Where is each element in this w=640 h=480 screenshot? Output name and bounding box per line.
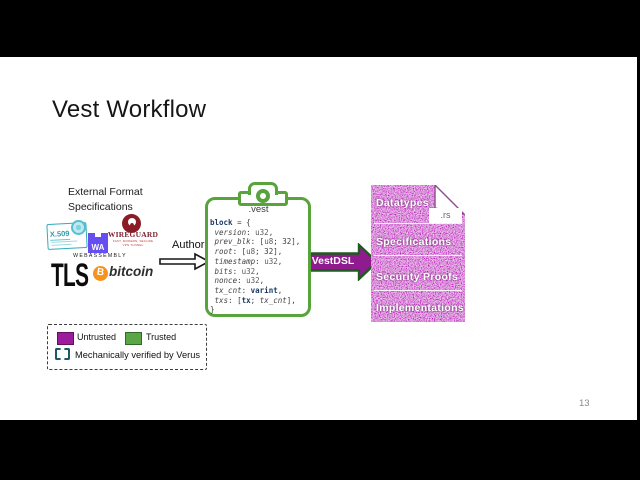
code-line: txs: [tx; tx_cnt], xyxy=(214,295,296,305)
certificate-line-icon xyxy=(51,243,72,246)
code-line: block = { xyxy=(210,218,251,227)
bitcoin-b-glyph: B xyxy=(96,266,105,279)
code-line: version: u32, xyxy=(214,227,274,237)
webassembly-icon: WA xyxy=(88,233,108,253)
doc-divider-line xyxy=(374,223,462,224)
vest-clipboard xyxy=(205,197,311,317)
author-label: Author xyxy=(172,239,205,251)
x509-label: X.509 xyxy=(49,228,70,241)
certificate-seal-icon xyxy=(71,220,86,235)
webassembly-label: WEBASSEMBLY xyxy=(73,253,127,259)
code-line: } xyxy=(210,305,215,315)
seal-dot-icon xyxy=(76,225,81,230)
code-line: prev_blk: [u8; 32], xyxy=(214,237,301,247)
doc-divider-line xyxy=(374,290,462,291)
code-line: nonce: u32, xyxy=(214,276,265,286)
verus-dashed-icon xyxy=(55,348,70,360)
wireguard-inner-icon xyxy=(127,218,136,226)
external-specs-line1: External Format xyxy=(68,186,143,198)
untrusted-label: Untrusted xyxy=(77,332,117,342)
clipboard-clip-top-icon xyxy=(248,182,278,195)
vest-code: block = { version: u32, prev_blk: [u8; 3… xyxy=(210,218,300,315)
trusted-label: Trusted xyxy=(146,332,177,342)
certificate-line-icon xyxy=(51,240,78,243)
vest-filename: .vest xyxy=(248,204,269,215)
rs-extension-label: .rs xyxy=(429,208,462,224)
author-arrow-icon xyxy=(159,252,211,271)
code-line: timestamp: u32, xyxy=(214,256,283,266)
external-specs-label: External Format Specifications xyxy=(68,185,143,215)
webassembly-notch-icon xyxy=(95,233,101,237)
slide-title: Vest Workflow xyxy=(52,96,207,123)
vestdsl-label: VestDSL xyxy=(311,255,355,267)
doc-section-label: Specifications xyxy=(376,236,452,248)
wireguard-inner2-icon xyxy=(129,223,134,228)
doc-section-label: Implementations xyxy=(376,302,464,314)
tls-label: TLS xyxy=(51,257,89,293)
external-specs-line2: Specifications xyxy=(68,201,133,213)
wireguard-label: WIREGUARD xyxy=(107,230,159,239)
verified-label: Mechanically verified by Verus xyxy=(75,350,201,360)
untrusted-swatch-icon xyxy=(57,332,74,345)
clipboard-ring-icon xyxy=(256,189,270,203)
code-line: root: [u8; 32], xyxy=(214,247,283,257)
doc-section-label: Datatypes xyxy=(376,197,429,209)
page-number: 13 xyxy=(579,398,590,409)
code-line: tx_cnt: varint, xyxy=(214,285,283,295)
wireguard-tagline: FAST, MODERN, SECURE VPN TUNNEL xyxy=(112,239,154,247)
bitcoin-label: bitcoin xyxy=(109,264,154,279)
code-line: bits: u32, xyxy=(214,266,260,276)
wireguard-icon xyxy=(122,214,141,233)
bitcoin-icon: B xyxy=(93,266,108,281)
vestdsl-arrow-icon xyxy=(307,243,379,281)
trusted-swatch-icon xyxy=(125,332,142,345)
webassembly-wa-label: WA xyxy=(91,243,105,252)
doc-divider-line xyxy=(374,255,462,256)
legend-box: Untrusted Trusted Mechanically verified … xyxy=(47,324,207,370)
doc-section-label: Security Proofs xyxy=(376,271,459,283)
